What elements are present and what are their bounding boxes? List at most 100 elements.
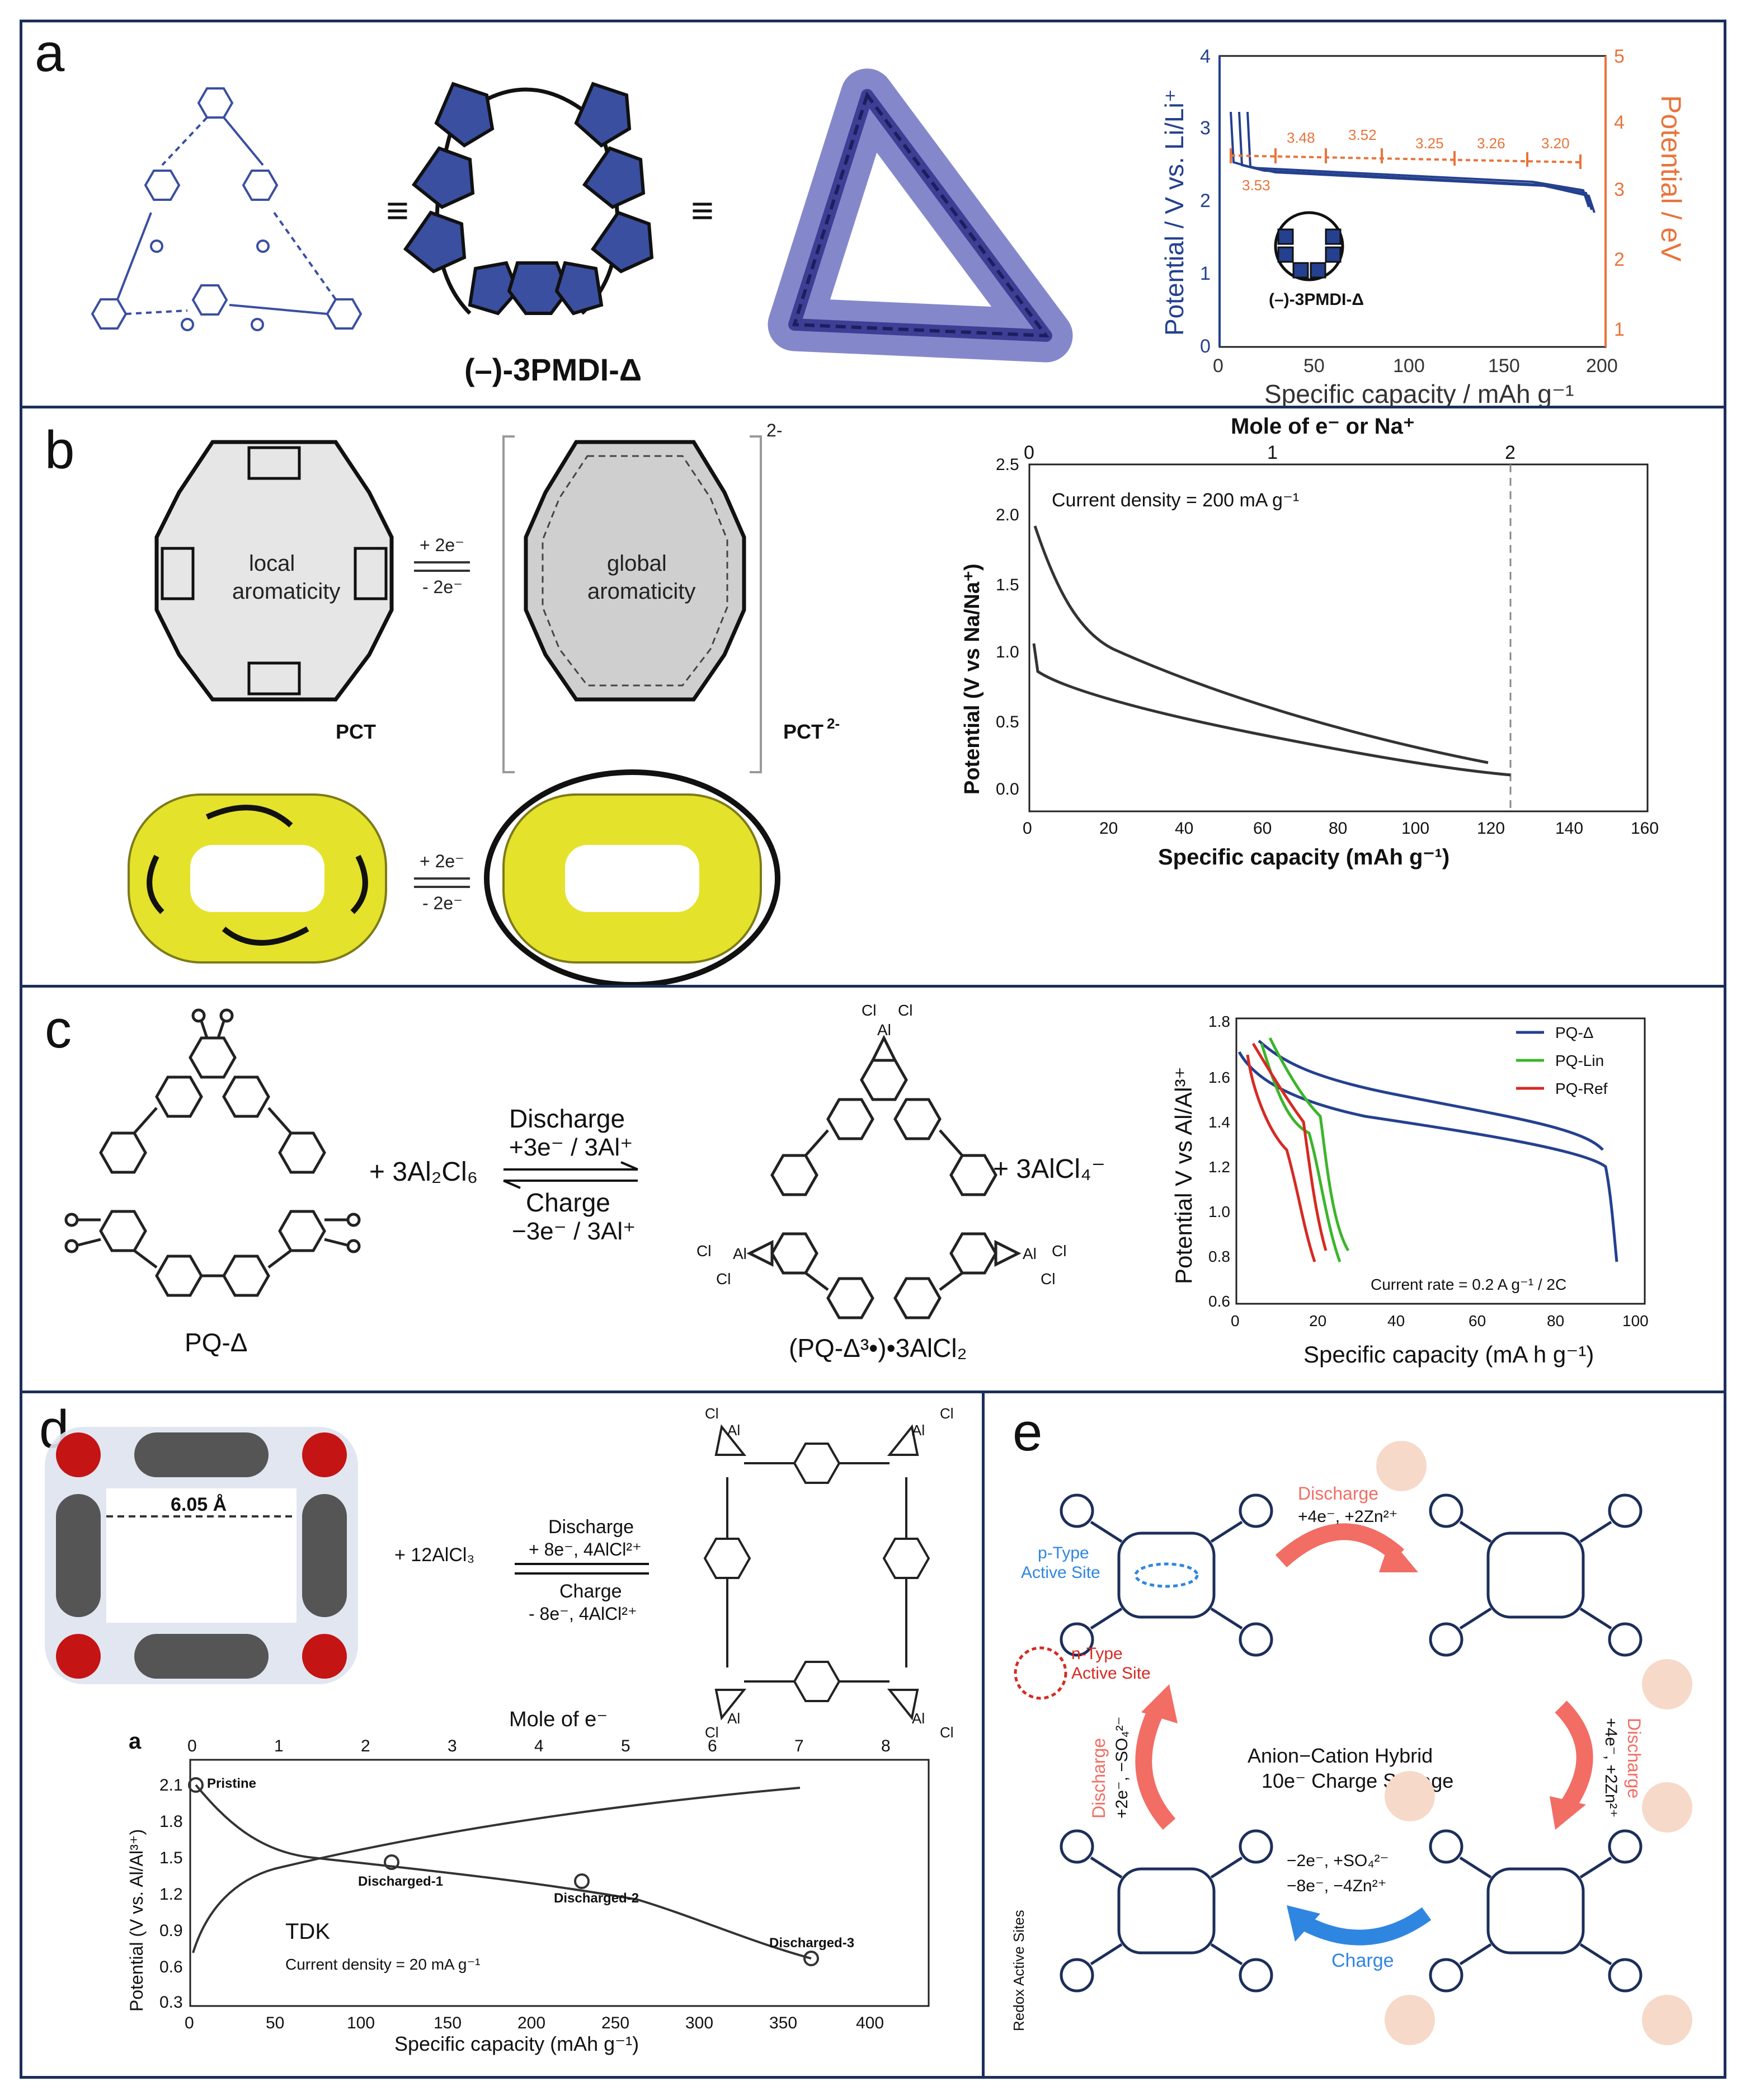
c-product-label: (PQ-Δ³•)•3AlCl₂ (789, 1333, 967, 1363)
chart-d-y-tick: 1.8 (159, 1812, 183, 1831)
chart-c-legend-pq-delta: PQ-Δ (1555, 1024, 1593, 1041)
equiv-sign-2: ≡ (691, 189, 714, 232)
chart-d-y-label: Potential (V vs. Al/Al³⁺) (126, 1829, 147, 2012)
d-charge-label: Charge (559, 1581, 622, 1602)
chart-a-annotation: 3.52 (1348, 126, 1377, 143)
porphyrin-top-right (1376, 1441, 1692, 1709)
chart-c-x-tick: 100 (1622, 1312, 1649, 1329)
chart-b-y-tick: 1.5 (996, 576, 1019, 594)
chart-d-x-label: Specific capacity (mAh g⁻¹) (394, 2032, 639, 2055)
chart-a-x-label: Specific capacity / mAh g⁻¹ (1264, 379, 1574, 406)
panel-a-label: a (35, 23, 65, 83)
chart-d-y-tick: 0.6 (159, 1958, 183, 1976)
panel-d-graphics: 6.05 Å + 12AlCl₃ Discharge + 8e⁻, 4AlCl²… (45, 1405, 954, 2055)
chart-a-y2-tick: 5 (1614, 46, 1625, 67)
tdk-product-structure (703, 1424, 930, 1721)
d-al-bl: Al (727, 1710, 740, 1727)
chart-d-x-tick: 0 (185, 2014, 194, 2032)
chart-a-annotation: 3.20 (1541, 135, 1570, 152)
chart-b-x-tick: 60 (1253, 819, 1272, 838)
chart-d-x-tick: 200 (517, 2014, 545, 2032)
chart-d-point-pristine (188, 1777, 204, 1793)
chart-b-discharge-curve (1032, 643, 1511, 777)
chart-b-x-tick: 40 (1175, 819, 1193, 838)
panel-b-graphics: local aromaticity PCT + 2e⁻ - 2e⁻ global… (128, 414, 1659, 985)
chart-a-curves (1230, 111, 1596, 213)
chart-d-top-tick: 1 (274, 1737, 284, 1755)
pq-delta-structure (64, 1008, 361, 1297)
chart-c-pq-ref-curve (1246, 1054, 1316, 1262)
chart-b-y-ticks: 0.0 0.5 1.0 1.5 2.0 2.5 (996, 455, 1019, 798)
equiv-sign-1: ≡ (386, 189, 409, 232)
chart-b-charge-curve (1033, 525, 1489, 764)
chart-d-x-tick: 400 (856, 2014, 884, 2032)
chart-a-inset-molecule (1274, 211, 1344, 281)
c-charge-eq: −3e⁻ / 3Al⁺ (512, 1218, 636, 1245)
chart-b-top-tick: 2 (1505, 442, 1516, 463)
chart-d-y-tick: 0.9 (159, 1922, 183, 1940)
pct-yellow-render-1 (128, 793, 387, 964)
pct-yellow-render-2 (484, 769, 780, 985)
p-type-label-2: Active Site (1021, 1563, 1100, 1582)
c-plus-product: + 3AlCl₄⁻ (993, 1154, 1105, 1184)
chart-d-x-tick: 250 (601, 2014, 629, 2032)
c-al-top: Al (877, 1021, 891, 1039)
panel-c-graphics: PQ-Δ + 3Al₂Cl₆ Discharge +3e⁻ / 3Al⁺ Cha… (64, 1002, 1649, 1368)
d-al-tl: Al (727, 1422, 740, 1439)
chart-d-point-discharged-3 (803, 1951, 819, 1966)
3pmdi-3d-render (768, 68, 1073, 363)
chart-b-y-tick: 0.5 (996, 713, 1019, 731)
chart-a-x-tick: 150 (1488, 355, 1520, 377)
chart-b-frame (1028, 463, 1649, 812)
chart-b-y-tick: 0.0 (996, 780, 1019, 798)
chart-d-point-discharged-2 (574, 1873, 590, 1889)
panel-a: a ≡ ≡ (20, 20, 1726, 408)
chart-c-y-tick: 1.2 (1208, 1158, 1230, 1176)
bottom-eq-1: −2e⁻, +SO₄²⁻ (1287, 1852, 1389, 1870)
pct2-structure (502, 435, 762, 773)
d-cl-tr: Cl (940, 1405, 954, 1422)
chart-a-x-tick: 200 (1586, 355, 1618, 377)
pct2-label-sup: 2- (827, 715, 840, 732)
c-cl-top-1: Cl (862, 1002, 876, 1019)
pct2-label: PCT (783, 720, 823, 743)
chart-b-top-tick: 0 (1024, 442, 1034, 463)
chart-d-annotation: Current density = 20 mA g⁻¹ (285, 1956, 481, 1973)
chart-d-label-pristine: Pristine (207, 1776, 256, 1791)
chart-b-y-label: Potential (V vs Na/Na⁺) (961, 563, 984, 795)
chart-b-top-tick: 1 (1267, 442, 1278, 463)
d-plus-reagent: + 12AlCl₃ (394, 1544, 474, 1566)
chart-c-y-tick: 0.6 (1208, 1293, 1230, 1310)
pct2-charge: 2- (766, 420, 782, 440)
chart-a-x-tick: 0 (1213, 355, 1223, 377)
chart-c-legend-pq-ref: PQ-Ref (1555, 1080, 1608, 1097)
chart-a-y2-tick: 1 (1614, 319, 1625, 340)
panel-e: e p-Type Active Site n-Type Active Site (982, 1390, 1726, 2079)
redox-side-label: Redox Active Sites (1010, 1910, 1027, 2031)
chart-b-y-tick: 1.0 (996, 643, 1019, 661)
chart-b-y-tick: 2.0 (996, 506, 1019, 524)
chart-d-top-label: Mole of e⁻ (509, 1708, 608, 1731)
bottom-eq-2: −8e⁻, −4Zn²⁺ (1287, 1877, 1386, 1895)
c-cl-left-1: Cl (696, 1242, 711, 1260)
discharge-right-label: Discharge (1624, 1718, 1644, 1798)
d-al-br: Al (912, 1710, 925, 1727)
discharge-top-eq: +4e⁻, +2Zn²⁺ (1298, 1507, 1397, 1526)
3pmdi-name-label: (–)-3PMDI-Δ (464, 352, 642, 387)
chart-c-x-tick: 40 (1387, 1312, 1405, 1329)
panel-b-label: b (45, 420, 75, 480)
chart-c: Potential V vs Al/Al³⁺ Specific capacity… (1170, 1013, 1649, 1368)
chart-d-y-tick: 0.3 (159, 1993, 183, 2012)
c-cl-right-2: Cl (1041, 1270, 1055, 1288)
chart-a-x-tick: 50 (1303, 355, 1325, 377)
chart-a-y2-tick: 2 (1614, 249, 1625, 270)
chart-c-x-tick: 80 (1547, 1312, 1564, 1329)
chart-d-y-tick: 1.5 (159, 1849, 183, 1867)
chart-a-y-tick: 3 (1200, 118, 1211, 139)
b-arrow-top: + 2e⁻ (420, 535, 464, 555)
porphyrin-bottom-right (1385, 1771, 1692, 2045)
chart-d-y-tick: 2.1 (159, 1776, 183, 1794)
chart-a-y2-tick: 3 (1614, 179, 1625, 200)
chart-d-top-tick: 3 (448, 1737, 457, 1755)
panel-b: b local aromaticity PCT + 2e⁻ - 2e⁻ (20, 406, 1726, 988)
